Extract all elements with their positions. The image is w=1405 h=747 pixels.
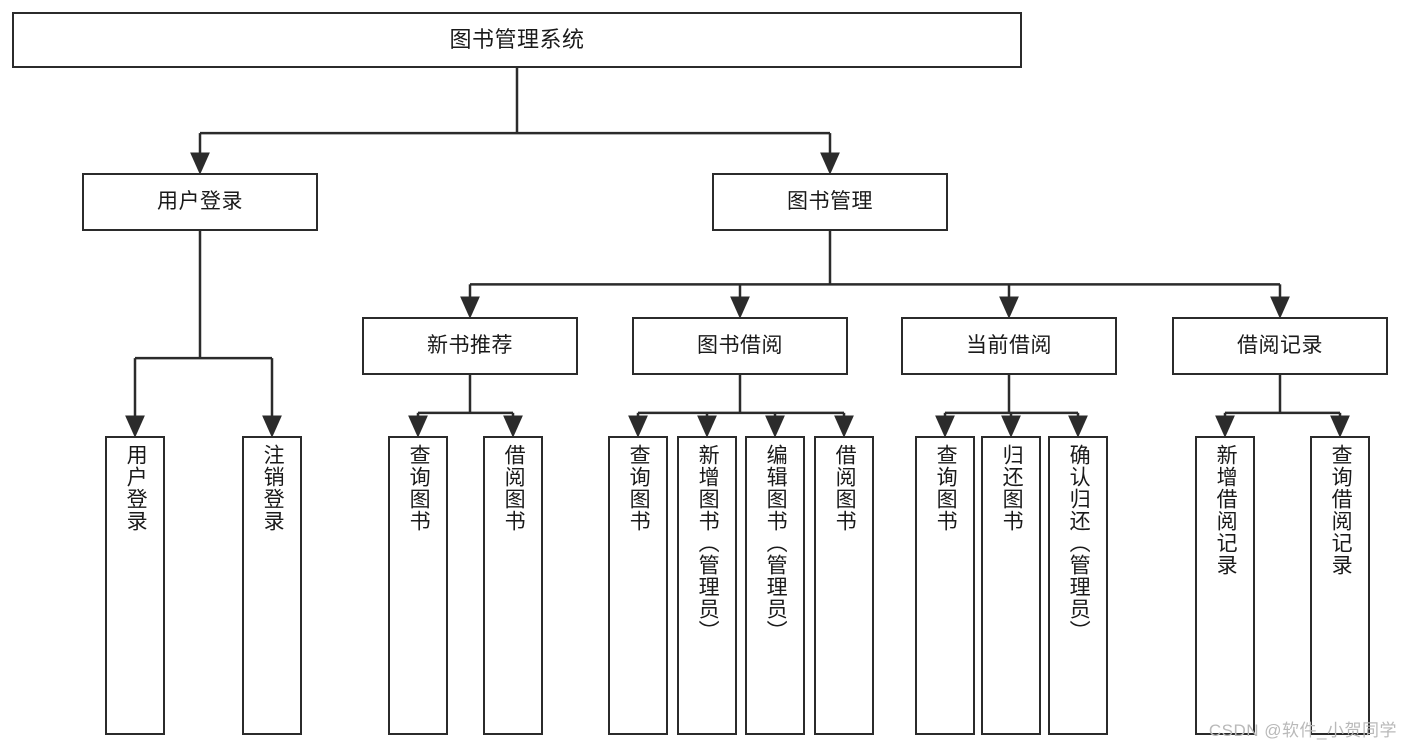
node-label: 查询图书: [627, 444, 651, 532]
node-leaf-add-book[interactable]: 新增图书（管理员）: [677, 436, 737, 735]
node-leaf-query-book-3[interactable]: 查询图书: [915, 436, 975, 735]
node-label: 归还图书: [1000, 444, 1024, 532]
node-leaf-edit-book[interactable]: 编辑图书（管理员）: [745, 436, 805, 735]
node-new-book-rec[interactable]: 新书推荐: [362, 317, 578, 375]
node-label: 借阅图书: [502, 444, 526, 532]
node-label: 查询图书: [407, 444, 431, 532]
node-leaf-borrow-book-1[interactable]: 借阅图书: [483, 436, 543, 735]
node-root[interactable]: 图书管理系统: [12, 12, 1022, 68]
node-label: 注销登录: [261, 444, 285, 532]
node-label: 新增借阅记录: [1214, 444, 1238, 576]
node-label: 确认归还（管理员）: [1067, 444, 1091, 642]
node-leaf-query-book-2[interactable]: 查询图书: [608, 436, 668, 735]
node-label: 新增图书（管理员）: [696, 444, 720, 642]
node-leaf-query-book-1[interactable]: 查询图书: [388, 436, 448, 735]
node-label: 用户登录: [124, 444, 148, 532]
node-leaf-borrow-book-2[interactable]: 借阅图书: [814, 436, 874, 735]
node-label: 查询借阅记录: [1329, 444, 1353, 576]
node-leaf-confirm-return[interactable]: 确认归还（管理员）: [1048, 436, 1108, 735]
node-label: 图书管理: [787, 189, 873, 213]
node-leaf-user-logout[interactable]: 注销登录: [242, 436, 302, 735]
node-label: 图书借阅: [697, 333, 783, 357]
node-leaf-user-login[interactable]: 用户登录: [105, 436, 165, 735]
node-leaf-query-record[interactable]: 查询借阅记录: [1310, 436, 1370, 735]
node-leaf-return-book[interactable]: 归还图书: [981, 436, 1041, 735]
node-label: 当前借阅: [966, 333, 1052, 357]
node-book-manage[interactable]: 图书管理: [712, 173, 948, 231]
node-label: 编辑图书（管理员）: [764, 444, 788, 642]
node-label: 查询图书: [934, 444, 958, 532]
node-label: 新书推荐: [427, 333, 513, 357]
node-label: 借阅记录: [1237, 333, 1323, 357]
node-borrow-record[interactable]: 借阅记录: [1172, 317, 1388, 375]
node-user-login[interactable]: 用户登录: [82, 173, 318, 231]
node-label: 图书管理系统: [449, 27, 585, 53]
node-label: 借阅图书: [833, 444, 857, 532]
watermark-label: CSDN @软件_小贺同学: [1208, 721, 1397, 740]
node-book-borrow[interactable]: 图书借阅: [632, 317, 848, 375]
node-leaf-add-record[interactable]: 新增借阅记录: [1195, 436, 1255, 735]
node-current-borrow[interactable]: 当前借阅: [901, 317, 1117, 375]
node-label: 用户登录: [157, 189, 243, 213]
